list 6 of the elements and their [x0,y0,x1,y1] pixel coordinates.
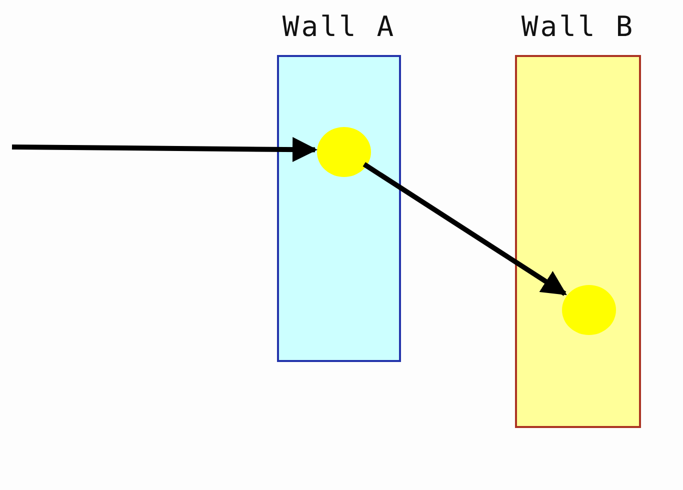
wall-label: Wall A [281,10,397,43]
arrow [362,162,567,296]
arrow [12,137,318,162]
wall-label: Wall B [520,10,636,43]
particle-dot [317,127,371,177]
particle-dot [562,285,616,335]
